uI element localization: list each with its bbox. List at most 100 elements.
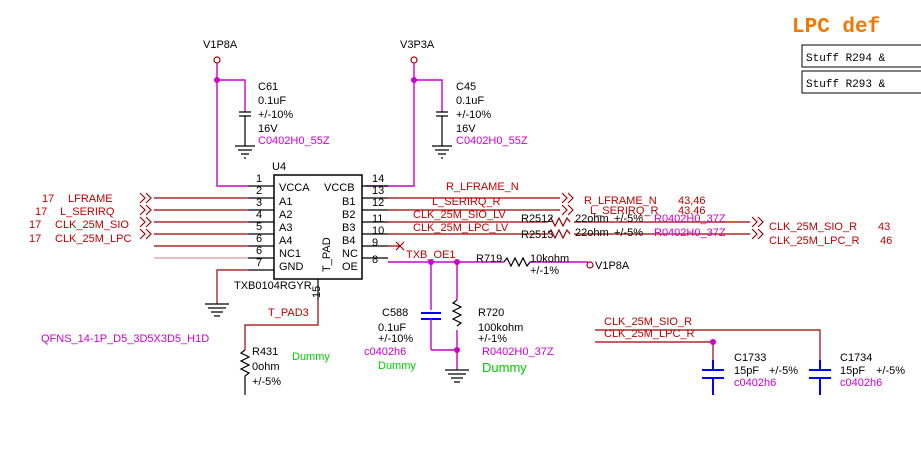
net-label: T_PAD3 (268, 307, 309, 319)
pin-number: 4 (256, 209, 262, 221)
note-line: Stuff R293 & (806, 79, 886, 91)
note-table: Stuff R294 & Stuff R293 & (801, 44, 921, 94)
capacitor-c1734 (809, 369, 831, 379)
resistor-ref: R2512 (521, 213, 553, 225)
cap-tolerance: +/-10% (456, 109, 491, 121)
pin-number: 2 (256, 185, 262, 197)
net-label: CLK_25M_LPC (55, 233, 131, 245)
net-label: CLK_25M_SIO (55, 219, 129, 231)
ic-ref: U4 (272, 161, 286, 173)
ground-icon (432, 145, 452, 159)
pin-number: 15 (311, 286, 323, 298)
net-page-ref: 46 (880, 235, 892, 247)
cap-value: 15pF (840, 365, 865, 377)
junction-dot (454, 347, 460, 353)
v1p8a-rail: V1P8A C61 0.1uF +/-10% 16V C0402H0_55Z (203, 39, 330, 187)
cap-ref: C1734 (840, 352, 872, 364)
resistor-value: 10kohm (530, 253, 569, 265)
page-title: LPC def (792, 16, 880, 39)
left-net-connectors: 17 LFRAME 17 L_SERIRQ 17 CLK_25M_SIO 17 … (29, 192, 248, 259)
cap-footprint: c0402h6 (734, 377, 776, 389)
net-label: TXB_OE1 (406, 249, 456, 261)
pin-number: 10 (372, 225, 384, 237)
pin-name: B1 (342, 196, 355, 208)
net-page-ref: 43,46 (678, 195, 706, 207)
net-label: L_SERIRQ (60, 206, 115, 218)
pin-number: 9 (372, 237, 378, 249)
cap-ref: C61 (258, 81, 278, 93)
oe-network: TXB_OE1 V1P8A R719 10kohm +/-1% C588 0.1… (364, 249, 630, 383)
resistor-footprint: R0402H0_37Z (654, 213, 726, 225)
resistor-r720 (451, 299, 463, 327)
pin-name: GND (279, 261, 304, 273)
cap-value: 0.1uF (378, 322, 406, 334)
resistor-value: 22ohm (575, 227, 609, 239)
cap-ref: C1733 (734, 352, 766, 364)
ground-icon (205, 303, 229, 317)
resistor-value: 22ohm (575, 213, 609, 225)
power-port-icon (213, 56, 221, 64)
thermal-pad-label: T_PAD (321, 237, 333, 272)
cap-value: 0.1uF (258, 95, 286, 107)
net-page-ref: 17 (35, 206, 47, 218)
net-label: CLK_25M_SIO_LV (413, 209, 506, 221)
net-page-ref: 17 (29, 233, 41, 245)
net-label: L_SERIRQ_R (590, 205, 659, 217)
net-label: L_SERIRQ_R (432, 196, 501, 208)
cap-tolerance: +/-10% (378, 333, 413, 345)
cap-tolerance: +/-5% (769, 365, 798, 377)
pin-name: A2 (279, 209, 292, 221)
pin-name: B2 (342, 209, 355, 221)
pin-number: 14 (372, 173, 384, 185)
resistor-tolerance: +/-1% (478, 333, 507, 345)
rail-label: V3P3A (400, 39, 435, 51)
dummy-label: Dummy (378, 360, 416, 372)
pin-number: 6 (256, 233, 262, 245)
ic-footprint: QFNS_14-1P_D5_3D5X3D5_H1D (41, 333, 209, 345)
resistor-r719 (503, 256, 531, 268)
net-page-ref: 43 (878, 221, 890, 233)
cap-ref: C588 (382, 307, 408, 319)
cap-footprint: C0402H0_55Z (258, 135, 330, 147)
ground-icon (235, 145, 255, 159)
net-label: CLK_25M_LPC_R (769, 235, 860, 247)
net-page-ref: 43,46 (678, 205, 706, 217)
resistor-tolerance: +/-5% (614, 213, 643, 225)
pin-number: 3 (256, 197, 262, 209)
pin-number: 11 (372, 213, 383, 225)
resistor-ref: R720 (478, 307, 504, 319)
v3p3a-rail: V3P3A C45 0.1uF +/-10% 16V C0402H0_55Z (366, 39, 528, 187)
pin-name: A1 (279, 196, 292, 208)
cap-footprint: c0402h6 (364, 346, 406, 358)
pin-name: VCCB (324, 182, 355, 194)
pin-name: A3 (279, 222, 292, 234)
rail-label: V1P8A (595, 260, 630, 272)
pin-name: B4 (342, 235, 355, 247)
power-port-icon (586, 261, 594, 269)
resistor-tolerance: +/-5% (614, 227, 643, 239)
pin-name: B3 (342, 222, 355, 234)
net-label: CLK_25M_LPC_R (604, 328, 695, 340)
net-label: R_LFRAME_N (446, 181, 519, 193)
cap-voltage: 16V (456, 123, 476, 135)
resistor-tolerance: +/-1% (530, 265, 559, 277)
net-page-ref: 17 (42, 193, 54, 205)
power-port-icon (410, 56, 418, 64)
cap-value: 15pF (734, 365, 759, 377)
pin-number: 7 (256, 257, 262, 269)
pin-name: VCCA (279, 182, 310, 194)
capacitor-c1733 (702, 369, 724, 379)
pin-number: 12 (372, 197, 384, 209)
resistor-value: 100kohm (478, 322, 523, 334)
pin-number: 5 (256, 221, 262, 233)
ic-part-number: TXB0104RGYR (234, 280, 312, 292)
clock-filter-caps: CLK_25M_SIO_R CLK_25M_LPC_R C1733 15pF +… (595, 316, 905, 395)
tpad-network: T_PAD3 R431 0ohm +/-5% Dummy (239, 300, 330, 395)
no-connect-icon (388, 241, 405, 251)
cap-footprint: C0402H0_55Z (456, 135, 528, 147)
cap-footprint: c0402h6 (840, 377, 882, 389)
capacitor-c588 (421, 312, 441, 320)
resistor-ref: R719 (476, 253, 502, 265)
dummy-label: Dummy (292, 351, 330, 363)
